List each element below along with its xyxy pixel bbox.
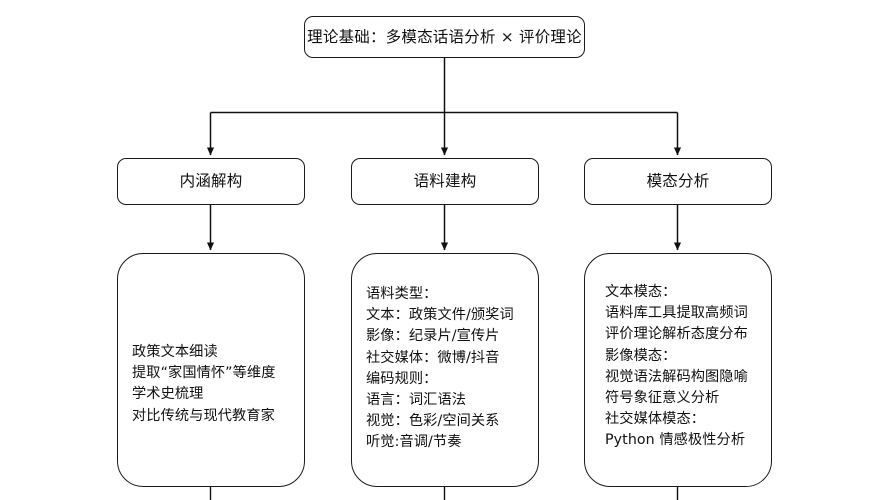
detail-line: 编码规则： xyxy=(366,370,438,387)
detail-3-line-list: 文本模态： 语料库工具提取高频词评价理论解析态度分布影像模态： 视觉语法解码构图隐喻… xyxy=(599,282,761,452)
node-detail-corpus-construction[interactable]: 语料类型： 文本：政策文件/颁奖词影像：纪录片/宣传片社交媒体：微博/抖音编码规则… xyxy=(351,253,539,487)
node-detail-connotation-deconstruction[interactable]: 政策文本细读提取“家国情怀”等维度学术史梳理对比传统与现代教育家 xyxy=(117,253,305,487)
detail-line: 政策文本细读 xyxy=(132,344,218,360)
detail-line: 评价理论解析态度分布 xyxy=(605,326,748,343)
node-root-label: 理论基础：多模态话语分析 × 评价理论 xyxy=(307,27,582,46)
detail-2-line-list: 语料类型： 文本：政策文件/颁奖词影像：纪录片/宣传片社交媒体：微博/抖音编码规则… xyxy=(366,284,528,454)
node-branch-2-label: 语料建构 xyxy=(413,172,477,191)
node-branch-corpus-construction[interactable]: 语料建构 xyxy=(351,158,539,205)
detail-line: 视觉：色彩/空间关系 xyxy=(366,413,500,430)
detail-line: 影像模态： xyxy=(605,347,677,364)
detail-line: 社交媒体模态： xyxy=(605,411,706,428)
node-branch-3-label: 模态分析 xyxy=(646,172,710,191)
detail-line: 语料库工具提取高频词 xyxy=(605,305,748,322)
detail-line: 听觉:音调/节奏 xyxy=(366,434,462,451)
detail-line: 影像：纪录片/宣传片 xyxy=(366,328,500,345)
detail-line: 文本模态： xyxy=(605,284,677,300)
detail-line: 语言：词汇语法 xyxy=(366,392,467,409)
detail-1-line-list: 政策文本细读提取“家国情怀”等维度学术史梳理对比传统与现代教育家 xyxy=(132,342,294,427)
detail-line: 社交媒体：微博/抖音 xyxy=(366,349,500,366)
detail-line: 学术史梳理 xyxy=(132,386,204,403)
node-branch-connotation-deconstruction[interactable]: 内涵解构 xyxy=(117,158,305,205)
node-detail-modality-analysis[interactable]: 文本模态： 语料库工具提取高频词评价理论解析态度分布影像模态： 视觉语法解码构图隐喻… xyxy=(584,253,772,487)
detail-line: 对比传统与现代教育家 xyxy=(132,407,275,424)
detail-line: 符号象征意义分析 xyxy=(605,390,720,407)
node-branch-modality-analysis[interactable]: 模态分析 xyxy=(584,158,772,205)
node-branch-1-label: 内涵解构 xyxy=(179,172,243,191)
detail-line: 视觉语法解码构图隐喻 xyxy=(605,368,748,385)
detail-line: Python 情感极性分析 xyxy=(605,432,746,449)
detail-line: 提取“家国情怀”等维度 xyxy=(132,365,276,382)
detail-line: 文本：政策文件/颁奖词 xyxy=(366,307,514,324)
detail-line: 语料类型： xyxy=(366,286,438,302)
node-theoretical-foundation[interactable]: 理论基础：多模态话语分析 × 评价理论 xyxy=(304,16,585,58)
